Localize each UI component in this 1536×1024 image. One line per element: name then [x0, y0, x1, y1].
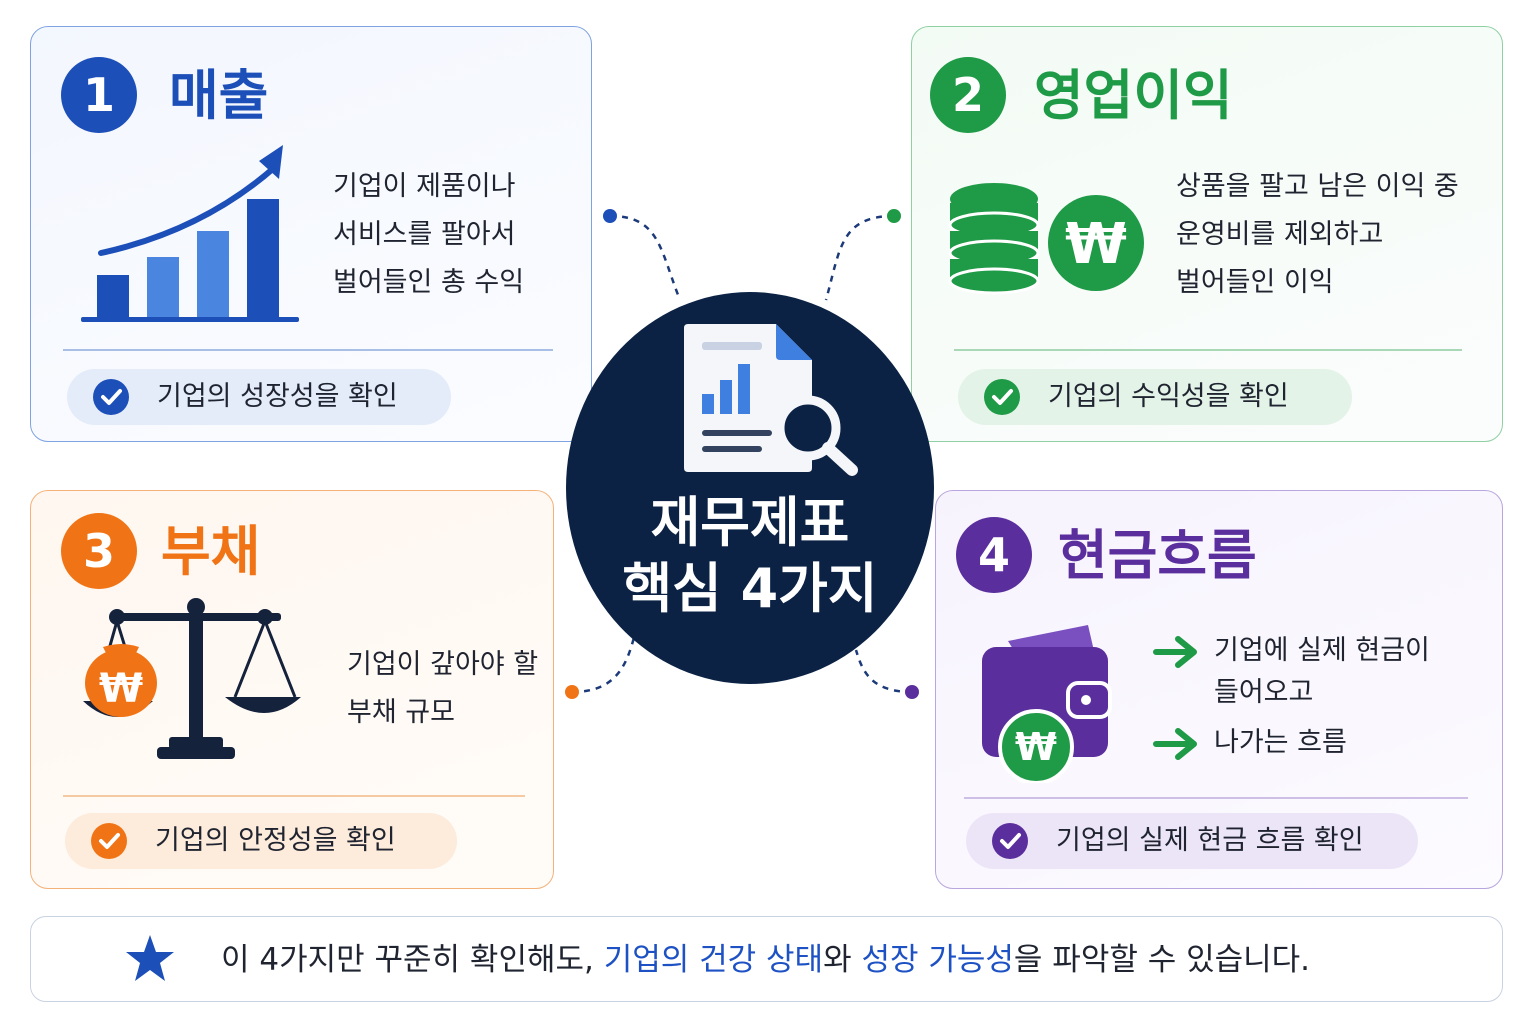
check-icon — [91, 823, 127, 859]
arrow-right-icon — [1153, 728, 1197, 760]
desc-line: 운영비를 제외하고 — [1176, 219, 1384, 250]
connector-dot-2 — [887, 209, 901, 223]
center-title-line: 핵심 4가지 — [622, 557, 878, 620]
coin-stack-won-icon — [948, 183, 1144, 295]
connector-4 — [854, 649, 913, 694]
card-number-badge: 1 — [61, 57, 137, 133]
card-title: 부채 — [161, 520, 261, 583]
connector-3 — [571, 629, 638, 694]
card-liabilities: 3 부채 ₩ 기업이 갚아야 할 부채 규모 기업의 안정성을 확인 — [30, 490, 554, 889]
card-cash-flow: 4 현금흐름 ₩ 기업에 실제 현금이 들어오고 나가는 흐름 기업의 실제 현… — [935, 490, 1503, 889]
check-icon — [984, 379, 1020, 415]
balance-scale-icon — [83, 598, 301, 759]
summary-bar: 이 4가지만 꾸준히 확인해도, 기업의 건강 상태와 성장 가능성을 파악할 … — [30, 916, 1503, 1002]
card-number-badge: 3 — [61, 513, 137, 589]
check-icon — [93, 379, 129, 415]
won-symbol: ₩ — [98, 666, 144, 712]
flow-line: 기업에 실제 현금이 — [1214, 635, 1430, 666]
check-pill: 기업의 실제 현금 흐름 확인 — [966, 813, 1418, 869]
star-icon — [126, 935, 174, 981]
connector-dot-4 — [905, 685, 919, 699]
check-text: 기업의 성장성을 확인 — [157, 381, 398, 412]
check-pill: 기업의 성장성을 확인 — [67, 369, 451, 425]
desc-line: 서비스를 팔아서 — [333, 219, 516, 250]
summary-highlight: 기업의 건강 상태 — [603, 942, 824, 978]
check-text: 기업의 수익성을 확인 — [1048, 381, 1289, 412]
desc-line: 벌어들인 총 수익 — [333, 267, 525, 298]
card-operating-profit: 2 영업이익 ₩ 상품을 팔고 남은 이익 중 운영비를 제외하고 벌어들인 이… — [911, 26, 1503, 442]
desc-line: 벌어들인 이익 — [1176, 267, 1334, 298]
summary-highlight: 성장 가능성 — [861, 942, 1014, 978]
wallet-won-icon — [982, 625, 1112, 783]
connector-dot-1 — [603, 209, 617, 223]
growth-bar-chart-icon — [81, 145, 299, 322]
won-symbol: ₩ — [1015, 725, 1057, 769]
card-description: 기업이 갚아야 할 부채 규모 — [347, 641, 538, 737]
connector-1 — [609, 214, 682, 301]
card-number-badge: 2 — [930, 57, 1006, 133]
financial-report-icon — [684, 324, 858, 476]
divider — [63, 349, 553, 351]
check-icon — [992, 823, 1028, 859]
divider — [954, 349, 1462, 351]
check-text: 기업의 실제 현금 흐름 확인 — [1056, 825, 1364, 856]
arrow-right-icon — [1153, 636, 1197, 668]
desc-line: 기업이 갚아야 할 — [347, 649, 539, 680]
desc-line: 기업이 제품이나 — [333, 171, 516, 202]
card-description: 상품을 팔고 남은 이익 중 운영비를 제외하고 벌어들인 이익 — [1176, 163, 1459, 307]
card-description: 기업이 제품이나 서비스를 팔아서 벌어들인 총 수익 — [333, 163, 524, 307]
card-title: 영업이익 — [1034, 64, 1233, 127]
center-title: 재무제표 핵심 4가지 — [566, 490, 934, 622]
flow-line: 들어오고 — [1214, 677, 1314, 708]
divider — [63, 795, 525, 797]
card-number-badge: 4 — [956, 517, 1032, 593]
won-symbol: ₩ — [1065, 212, 1127, 277]
connector-dot-3 — [565, 685, 579, 699]
card-title: 현금흐름 — [1058, 524, 1257, 587]
flow-line: 나가는 흐름 — [1214, 727, 1347, 758]
desc-line: 부채 규모 — [347, 697, 455, 728]
desc-line: 상품을 팔고 남은 이익 중 — [1176, 171, 1459, 202]
summary-text: 이 4가지만 꾸준히 확인해도, 기업의 건강 상태와 성장 가능성을 파악할 … — [221, 917, 1310, 1003]
summary-part: 을 파악할 수 있습니다. — [1013, 942, 1311, 978]
center-title-line: 재무제표 — [650, 491, 850, 554]
card-revenue: 1 매출 기업이 제품이나 서비스를 팔아서 벌어들인 총 수익 기업의 성장성… — [30, 26, 592, 442]
summary-part: 와 — [823, 942, 862, 978]
check-pill: 기업의 수익성을 확인 — [958, 369, 1352, 425]
divider — [964, 797, 1468, 799]
card-title: 매출 — [169, 64, 269, 127]
check-pill: 기업의 안정성을 확인 — [65, 813, 457, 869]
check-text: 기업의 안정성을 확인 — [155, 825, 396, 856]
summary-part: 이 4가지만 꾸준히 확인해도, — [221, 942, 604, 978]
connector-2 — [824, 214, 895, 301]
